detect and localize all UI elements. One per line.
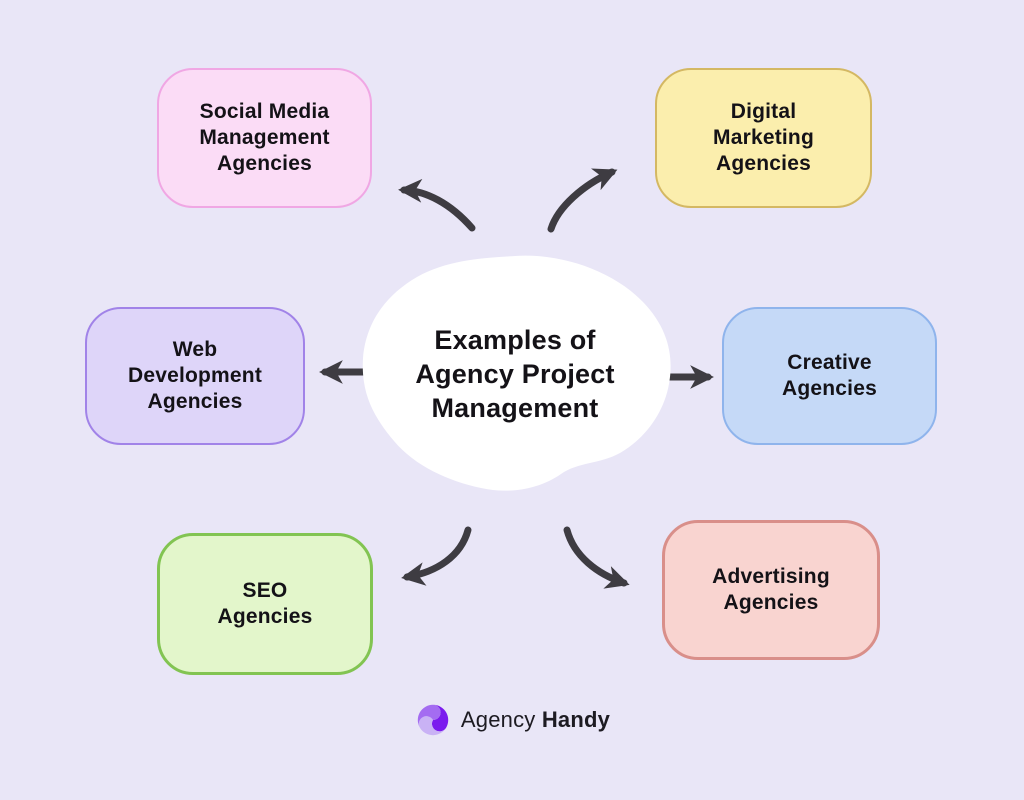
arrow-to-digital-marketing-icon bbox=[547, 168, 618, 233]
node-digital-marketing: Digital Marketing Agencies bbox=[655, 68, 872, 208]
node-web-development: Web Development Agencies bbox=[85, 307, 305, 445]
agency-handy-logo-icon bbox=[417, 704, 449, 736]
node-advertising: Advertising Agencies bbox=[662, 520, 880, 660]
arrow-to-social-media-icon bbox=[398, 178, 476, 232]
diagram-title: Examples of Agency Project Management bbox=[415, 324, 615, 423]
agency-handy-logo: Agency Handy bbox=[0, 698, 1024, 742]
arrow-to-advertising-icon bbox=[563, 526, 630, 589]
node-creative: Creative Agencies bbox=[722, 307, 937, 445]
logo-text-handy: Handy bbox=[541, 707, 611, 732]
node-seo: SEO Agencies bbox=[157, 533, 373, 675]
logo-text-agency: Agency bbox=[460, 707, 536, 732]
node-social-media-management: Social Media Management Agencies bbox=[157, 68, 372, 208]
arrow-to-seo-icon bbox=[401, 526, 472, 586]
agency-handy-logo-text: Agency Handy bbox=[461, 707, 610, 733]
